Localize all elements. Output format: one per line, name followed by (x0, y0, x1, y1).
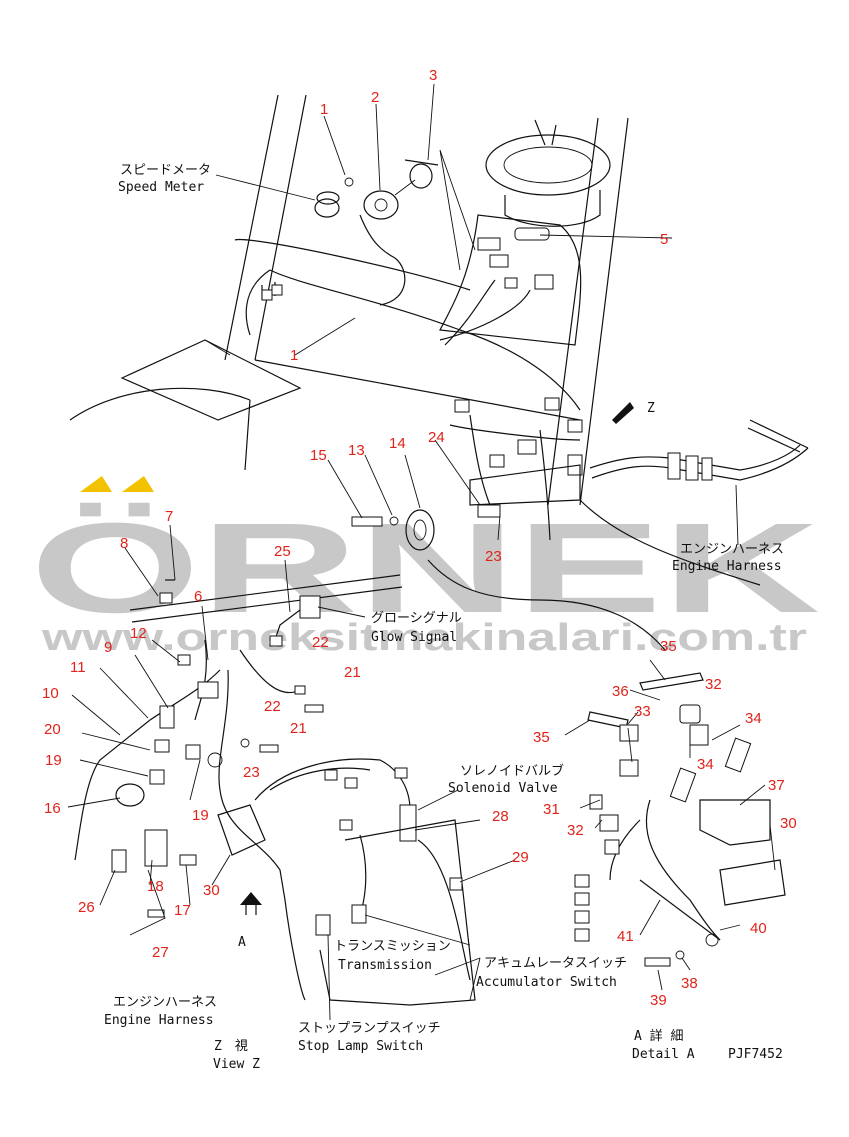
part-number: 21 (290, 720, 307, 737)
part-number: 12 (130, 625, 147, 642)
label-engine-harness-bottom-en: Engine Harness (104, 1013, 214, 1028)
part-number: 34 (697, 756, 714, 773)
part-number: 41 (617, 928, 634, 945)
part-number: 20 (44, 721, 61, 738)
part-number: 35 (660, 638, 677, 655)
label-accumulator-switch-en: Accumulator Switch (476, 975, 617, 990)
part-number: 7 (165, 508, 173, 525)
watermark-accent-left (80, 476, 112, 492)
part-number: 35 (533, 729, 550, 746)
part-numbers: 1 2 3 4 5 1 15 13 14 24 23 7 8 6 25 22 1… (42, 67, 797, 1009)
part-number: 15 (310, 447, 327, 464)
label-glow-signal-en: Glow Signal (371, 630, 457, 645)
view-z-harness (74, 574, 403, 1001)
part-number: 32 (705, 676, 722, 693)
detail-a (574, 672, 786, 967)
part-number: 23 (243, 764, 260, 781)
watermark: ÖRNEK www.orneksitmakinalari.com.tr (30, 476, 820, 659)
label-speed-meter-en: Speed Meter (118, 180, 204, 195)
part-number: 38 (681, 975, 698, 992)
part-number: 13 (348, 442, 365, 459)
speed-meter (314, 159, 439, 306)
horn-assembly (351, 504, 666, 651)
part-number: 30 (780, 815, 797, 832)
label-engine-harness-top-en: Engine Harness (672, 559, 782, 574)
part-number: 3 (429, 67, 437, 84)
part-number: 11 (70, 659, 86, 676)
part-number: 19 (45, 752, 62, 769)
part-number: 18 (147, 878, 164, 895)
part-number: 22 (312, 634, 329, 651)
watermark-main: ÖRNEK (30, 497, 820, 640)
label-solenoid-valve-jp: ソレノイドバルブ (460, 763, 564, 779)
watermark-accent-right (122, 476, 154, 492)
label-engine-harness-bottom-jp: エンジンハーネス (113, 995, 217, 1010)
part-number: 5 (660, 231, 668, 248)
part-number: 26 (78, 899, 95, 916)
part-number: 28 (492, 808, 509, 825)
transmission-harness (254, 758, 476, 1006)
part-number: 1 (290, 347, 298, 364)
part-number: 39 (650, 992, 667, 1009)
part-number: 23 (485, 548, 502, 565)
label-glow-signal-jp: グローシグナル (371, 611, 462, 626)
part-number: 1 (320, 101, 328, 118)
part-number: 29 (512, 849, 529, 866)
right-harness (579, 419, 809, 586)
label-engine-harness-top-jp: エンジンハーネス (680, 542, 784, 557)
part-number: 16 (44, 800, 61, 817)
part-number: 27 (152, 944, 169, 961)
part-number: 14 (389, 435, 406, 452)
part-number: 22 (264, 698, 281, 715)
part-number: 40 (750, 920, 767, 937)
view-arrows (240, 402, 634, 915)
drawing-number: PJF7452 (728, 1047, 783, 1062)
part-number: 2 (371, 89, 379, 106)
label-detail-a-jp: A 詳 細 (634, 1028, 683, 1044)
label-stop-lamp-switch-en: Stop Lamp Switch (298, 1039, 423, 1054)
labels: スピードメータ Speed Meter エンジンハーネス Engine Harn… (104, 163, 784, 1072)
part-number: 9 (104, 639, 112, 656)
label-detail-a-en: Detail A (632, 1047, 695, 1062)
part-number: 10 (42, 685, 59, 702)
dash-switch-5 (514, 227, 550, 241)
view-marker-z: Z (647, 401, 655, 416)
part-number: 34 (745, 710, 762, 727)
part-number: 21 (344, 664, 361, 681)
label-view-z-en: View Z (213, 1057, 260, 1072)
part-number: 30 (203, 882, 220, 899)
watermark-url: www.orneksitmakinalari.com.tr (41, 617, 808, 659)
cab-frame (69, 94, 629, 506)
label-solenoid-valve-en: Solenoid Valve (448, 781, 558, 796)
main-harness (245, 237, 583, 541)
label-transmission-en: Transmission (338, 958, 432, 973)
part-number: 36 (612, 683, 629, 700)
part-number: 19 (192, 807, 209, 824)
leader-lines (67, 83, 776, 1021)
part-number: 24 (428, 429, 445, 446)
view-marker-a: A (238, 935, 246, 950)
part-number: 32 (567, 822, 584, 839)
label-speed-meter-jp: スピードメータ (120, 163, 211, 178)
part-number: 37 (768, 777, 785, 794)
steering-column (439, 119, 611, 346)
label-transmission-jp: トランスミッション (334, 939, 451, 954)
label-stop-lamp-switch-jp: ストップランプスイッチ (298, 1021, 441, 1036)
label-view-z-jp: Z 視 (214, 1039, 248, 1054)
part-number: 33 (634, 703, 651, 720)
part-number: 31 (543, 801, 560, 818)
part-number: 17 (174, 902, 191, 919)
part-number: 25 (274, 543, 291, 560)
relay-box (217, 804, 266, 856)
label-accumulator-switch-jp: アキュムレータスイッチ (484, 956, 627, 971)
part-number: 8 (120, 535, 128, 552)
part-number: 6 (194, 588, 202, 605)
